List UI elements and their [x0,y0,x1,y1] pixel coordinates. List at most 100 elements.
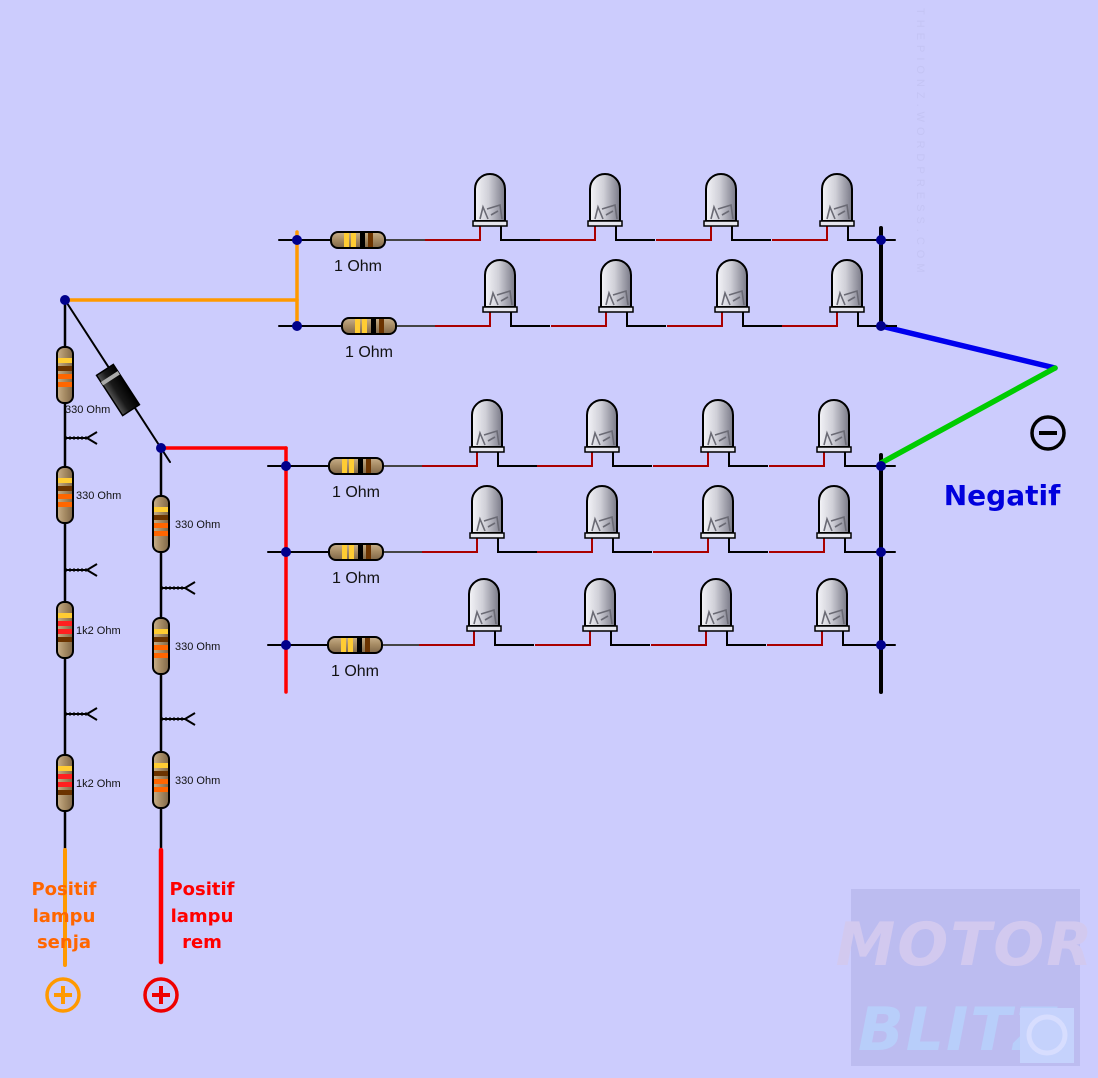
led-anode-lead [772,212,828,241]
led-anode-lead [540,212,596,241]
resistor-band [154,653,168,658]
led-anode-lead [656,212,712,241]
resistor-band [355,319,360,333]
left-resistor-0: 330 Ohm [56,346,110,416]
led-anode-lead [422,438,478,467]
resistor-band [58,366,72,371]
led-rim [466,625,502,632]
resistor-band [58,486,72,491]
led-anode-lead [535,617,591,646]
connector-stroke [65,563,98,577]
led-rim [700,446,736,453]
led-anode-lead [769,438,825,467]
led-row-0-0 [425,173,540,241]
led-row-4-2 [651,578,766,646]
resistor-band [154,523,168,528]
resistor-band [348,638,353,652]
connector-stroke [65,707,98,721]
junction-node [876,235,886,245]
logo-line1: MOTOR [836,910,1095,980]
led-die [594,203,618,220]
resistor-label: 330 Ohm [65,404,110,416]
led-row-2-3 [769,399,884,467]
rem-label-line2: lampu [171,906,234,927]
junction-node [876,640,886,650]
series-resistor-row-3: 1 Ohm [328,543,384,587]
led-die [591,515,615,532]
led-anode-lead [769,524,825,553]
minus-icon [1030,415,1066,451]
wire-connector-icon [161,581,196,595]
resistor-label: 1 Ohm [332,570,380,587]
led-rim [816,532,852,539]
right-resistor-0: 330 Ohm [152,495,220,553]
resistor-band [357,638,362,652]
resistor-band [344,233,349,247]
rem-label-line3: rem [182,932,222,953]
led-anode-lead [419,617,475,646]
led-rim [469,532,505,539]
resistor-band [58,494,72,499]
led-anode-lead [767,617,823,646]
resistor-band [362,319,367,333]
led-rim [698,625,734,632]
resistor-band [366,545,371,559]
led-die [826,203,850,220]
led-row-1-0 [435,259,550,327]
led-row-3-0 [422,485,537,553]
resistor-band [351,233,356,247]
led-die [705,608,729,625]
senja-label-line2: lampu [33,906,96,927]
led-die [605,289,629,306]
resistor-band [58,637,72,642]
led-anode-lead [653,438,709,467]
led-die [710,203,734,220]
resistor-label: 1 Ohm [332,484,380,501]
led-rim [819,220,855,227]
resistor-band [58,629,72,634]
resistor-label: 1 Ohm [331,663,379,680]
negative-wire-bottom [878,365,1058,466]
led-die [473,608,497,625]
led-rim [469,446,505,453]
wire-connector-icon [161,712,196,726]
resistor-band [349,545,354,559]
left-resistor-2: 1k2 Ohm [56,601,121,659]
led-row-0-3 [772,173,887,241]
led-anode-lead [653,524,709,553]
resistor-band [154,629,168,634]
resistor-label: 330 Ohm [175,641,220,653]
led-die [707,429,731,446]
led-row-1-2 [667,259,782,327]
resistor-band [58,374,72,379]
connector-stroke [65,431,98,445]
resistor-band [154,771,168,776]
resistor-band [154,531,168,536]
led-rim [714,306,750,313]
led-rim [816,446,852,453]
led-die [591,429,615,446]
led-rim [584,532,620,539]
led-anode-lead [667,298,723,327]
led-row-3-2 [653,485,768,553]
resistor-body [328,457,384,475]
led-row-2-2 [653,399,768,467]
resistor-label: 1k2 Ohm [76,625,121,637]
rem-label-line1: Positif [169,879,234,900]
led-anode-lead [537,438,593,467]
resistor-band [366,459,371,473]
junction-node [281,640,291,650]
senja-label-line1: Positif [31,879,96,900]
wires [63,226,1058,967]
resistor-body [328,543,384,561]
resistor-band [58,766,72,771]
junction-node [876,547,886,557]
resistor-band [58,790,72,795]
series-resistor-row-1: 1 Ohm [341,317,397,361]
junction-node [876,461,886,471]
junction-node [156,443,166,453]
diode [95,363,141,417]
resistor-band [58,774,72,779]
led-die [823,515,847,532]
